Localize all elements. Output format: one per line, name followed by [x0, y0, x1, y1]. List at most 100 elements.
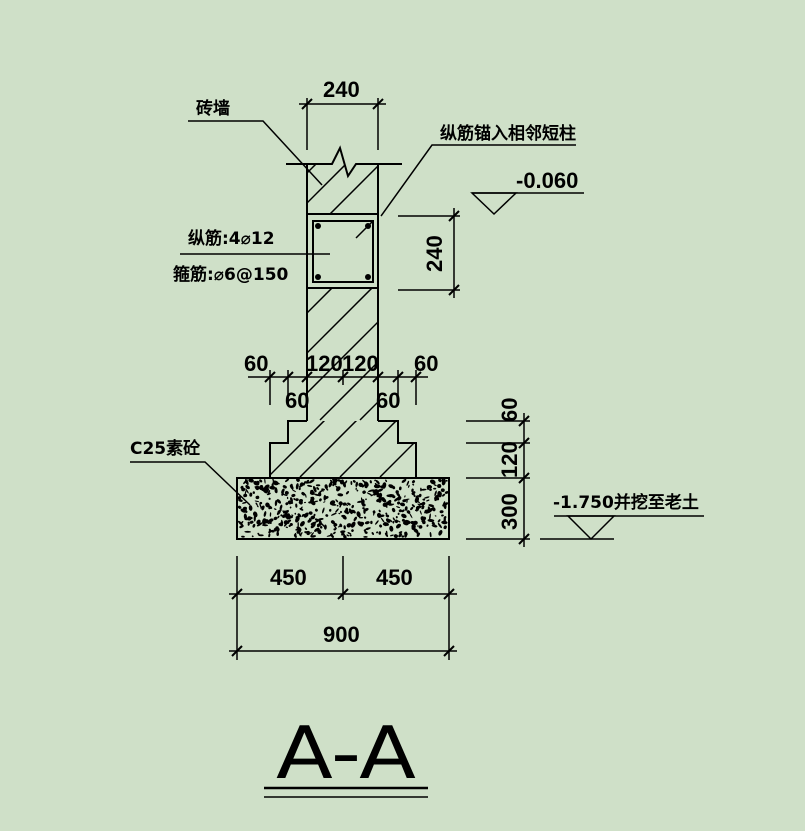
aggregate-speck [247, 516, 252, 521]
aggregate-speck [286, 513, 291, 518]
aggregate-speck [407, 510, 410, 513]
label-concrete: C25素砼 [130, 438, 201, 459]
aggregate-speck [281, 488, 285, 494]
aggregate-speck [397, 501, 401, 505]
aggregate-speck [396, 492, 401, 497]
aggregate-speck [382, 523, 387, 527]
aggregate-speck [411, 504, 415, 508]
aggregate-speck [252, 491, 256, 494]
aggregate-speck [361, 484, 365, 488]
aggregate-speck [241, 487, 246, 492]
aggregate-speck [299, 507, 304, 511]
aggregate-speck [367, 489, 375, 493]
rebar-dot [365, 274, 371, 280]
lower-wall-hatch [307, 288, 378, 421]
aggregate-speck [373, 484, 381, 489]
aggregate-speck [315, 484, 321, 487]
aggregate-speck [254, 485, 260, 489]
aggregate-speck [409, 512, 413, 519]
leader-lines [130, 120, 576, 506]
aggregate-speck [396, 496, 402, 501]
aggregate-speck [421, 519, 426, 525]
aggregate-speck [248, 478, 254, 483]
aggregate-speck [237, 496, 242, 500]
aggregate-speck [398, 533, 403, 538]
aggregate-speck [304, 527, 308, 531]
aggregate-speck [437, 522, 442, 529]
aggregate-speck [434, 496, 439, 502]
aggregate-speck [406, 499, 408, 504]
aggregate-speck [385, 518, 391, 523]
aggregate-speck [343, 535, 347, 539]
aggregate-speck [404, 495, 406, 498]
aggregate-speck [393, 534, 398, 539]
aggregate-speck [261, 524, 269, 527]
aggregate-speck [295, 503, 298, 508]
aggregate-speck [319, 526, 323, 529]
aggregate-speck [308, 511, 313, 515]
aggregate-speck [313, 493, 320, 497]
aggregate-speck [385, 530, 388, 535]
aggregate-speck [404, 506, 408, 511]
aggregate-speck [328, 508, 332, 512]
aggregate-speck [442, 493, 446, 497]
aggregate-speck [406, 480, 410, 486]
aggregate-speck [268, 533, 271, 538]
aggregate-speck [265, 502, 270, 508]
aggregate-speck [373, 492, 377, 496]
aggregate-speck [414, 509, 420, 512]
aggregate-speck [256, 519, 261, 525]
aggregate-speck [339, 510, 343, 514]
aggregate-speck [433, 487, 437, 490]
aggregate-speck [348, 509, 356, 514]
ring-beam [307, 213, 378, 289]
aggregate-speck [274, 499, 278, 507]
aggregate-speck [301, 521, 304, 524]
aggregate-speck [380, 517, 385, 523]
aggregate-speck [395, 523, 402, 529]
aggregate-speck [308, 479, 315, 484]
aggregate-speck [438, 478, 442, 483]
aggregate-speck [376, 531, 379, 534]
dim-beam-height [398, 208, 460, 298]
aggregate-speck [392, 520, 395, 524]
aggregate-speck [344, 510, 349, 514]
aggregate-speck [426, 485, 430, 490]
aggregate-speck [443, 517, 446, 523]
aggregate-speck [328, 481, 333, 488]
aggregate-speck [282, 510, 289, 514]
dim-h-base-text: 120 [497, 441, 522, 478]
aggregate-speck [323, 496, 329, 500]
wall-hatch [307, 165, 378, 213]
aggregate-speck [343, 525, 346, 530]
aggregate-speck [298, 487, 301, 491]
aggregate-speck [285, 526, 288, 529]
dim-mid [248, 370, 428, 405]
aggregate-speck [351, 529, 354, 532]
aggregate-speck [324, 484, 328, 489]
aggregate-speck [369, 480, 372, 484]
aggregate-speck [441, 478, 446, 486]
aggregate-speck [263, 511, 267, 517]
aggregate-speck [332, 478, 336, 483]
aggregate-speck [410, 520, 416, 525]
aggregate-speck [355, 481, 358, 488]
label-stirrup: 箍筋:⌀6@150 [173, 264, 289, 285]
aggregate-speck [299, 482, 304, 487]
aggregate-speck [345, 491, 350, 495]
aggregate-speck [397, 512, 400, 515]
label-brick-wall: 砖墙 [196, 98, 230, 119]
aggregate-speck [252, 523, 256, 528]
aggregate-speck [314, 519, 321, 523]
aggregate-speck [372, 510, 376, 514]
aggregate-speck [321, 488, 325, 491]
aggregate-speck [288, 524, 291, 528]
aggregate-speck [379, 496, 381, 499]
aggregate-speck [314, 500, 319, 503]
aggregate-speck [316, 487, 320, 490]
aggregate-speck [258, 534, 264, 537]
aggregate-speck [375, 520, 379, 525]
aggregate-speck [376, 492, 380, 496]
aggregate-speck [391, 507, 396, 513]
aggregate-speck [295, 516, 300, 523]
